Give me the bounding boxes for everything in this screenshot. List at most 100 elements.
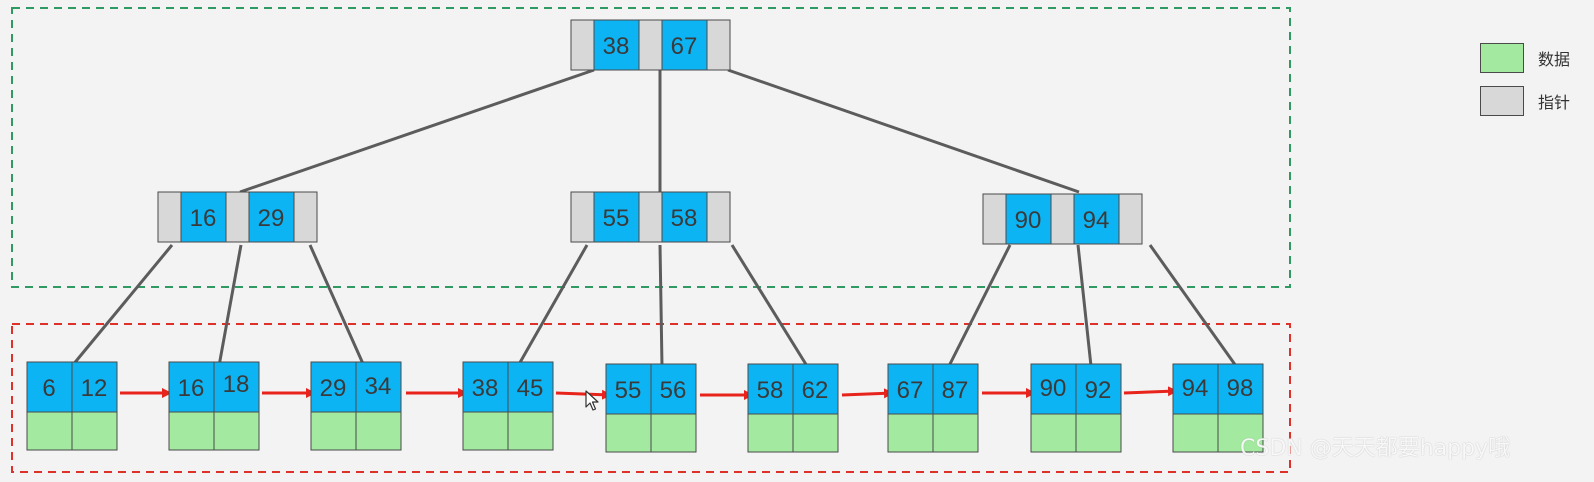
- key-label: 87: [942, 377, 969, 404]
- key-label: 90: [1040, 375, 1067, 402]
- key-label: 94: [1083, 207, 1110, 234]
- key-cell: [213, 361, 260, 413]
- edge-internal-2-to-leaf-4: [516, 244, 589, 367]
- key-label: 29: [258, 205, 285, 232]
- data-cell: [310, 411, 357, 451]
- pointer-cell: [157, 191, 182, 243]
- data-cell: [1030, 413, 1077, 453]
- key-cell: [26, 361, 73, 413]
- internal-node-2: 55 58: [570, 191, 731, 243]
- key-cell: [462, 361, 509, 413]
- key-label: 29: [320, 375, 347, 402]
- data-cell: [650, 413, 697, 453]
- data-cell: [932, 413, 979, 453]
- legend-pointer-swatch: [1480, 86, 1524, 116]
- data-cell: [1075, 413, 1122, 453]
- leaf-node-9: 94 98: [1172, 363, 1264, 453]
- edge-internal-1-to-leaf-2: [217, 244, 243, 367]
- pointer-cell: [1050, 193, 1075, 245]
- root-node: 38 67: [570, 19, 731, 71]
- key-cell: [507, 361, 554, 413]
- key-cell: [168, 361, 215, 413]
- key-label: 62: [802, 377, 829, 404]
- pointer-cell: [225, 191, 250, 243]
- pointer-cell: [706, 191, 731, 243]
- key-cell: [1075, 363, 1122, 415]
- leaf-link-arrow: [841, 388, 894, 399]
- key-cell: [650, 363, 697, 415]
- key-label: 56: [660, 377, 687, 404]
- leaf-node-7: 67 87: [887, 363, 979, 453]
- tree-edges: [70, 68, 1238, 367]
- edge-internal-2-to-leaf-5: [658, 244, 664, 367]
- leaf-node-6: 58 62: [747, 363, 839, 453]
- leaf-nodes-region: [11, 323, 1291, 473]
- leaf-node-8: 90 92: [1030, 363, 1122, 453]
- key-label: 67: [897, 377, 924, 404]
- data-cell: [507, 411, 554, 451]
- key-cell: [1073, 193, 1120, 245]
- key-cell: [310, 361, 357, 413]
- data-cell: [887, 413, 934, 453]
- edge-internal-2-to-leaf-6: [730, 244, 809, 367]
- pointer-cell: [638, 19, 663, 71]
- mouse-pointer-icon: [585, 390, 599, 417]
- key-cell: [593, 19, 640, 71]
- leaf-link-arrow: [1123, 386, 1178, 397]
- key-label: 18: [223, 371, 250, 398]
- data-cell: [213, 411, 260, 451]
- internal-node-3: 90 94: [982, 193, 1143, 245]
- key-cell: [1217, 363, 1264, 415]
- key-cell: [593, 191, 640, 243]
- data-cell: [462, 411, 509, 451]
- edge-root-to-internal-3: [727, 68, 1080, 194]
- key-cell: [248, 191, 295, 243]
- pointer-cell: [1118, 193, 1143, 245]
- edge-internal-1-to-leaf-3: [308, 244, 366, 367]
- pointer-cell: [982, 193, 1007, 245]
- key-cell: [180, 191, 227, 243]
- data-cell: [605, 413, 652, 453]
- key-cell: [605, 363, 652, 415]
- edge-internal-3-to-leaf-8: [1076, 244, 1093, 367]
- pointer-cell: [570, 19, 595, 71]
- key-label: 67: [671, 33, 698, 60]
- leaf-node-1: 6 12: [26, 361, 118, 451]
- edge-internal-3-to-leaf-9: [1148, 244, 1238, 367]
- legend-data-swatch: [1480, 43, 1524, 73]
- key-label: 6: [42, 375, 55, 402]
- data-cell: [1172, 413, 1219, 453]
- key-label: 58: [671, 205, 698, 232]
- leaf-node-2: 16 18: [168, 361, 260, 451]
- key-label: 55: [615, 377, 642, 404]
- internal-nodes-region: [11, 7, 1291, 288]
- key-label: 92: [1085, 377, 1112, 404]
- key-cell: [1005, 193, 1052, 245]
- data-cell: [355, 411, 402, 451]
- key-label: 90: [1015, 207, 1042, 234]
- legend-pointer-label: 指针: [1538, 93, 1571, 112]
- leaf-links: [120, 386, 1178, 400]
- leaf-node-5: 55 56: [605, 363, 697, 453]
- key-label: 55: [603, 205, 630, 232]
- key-label: 58: [757, 377, 784, 404]
- key-label: 98: [1227, 375, 1254, 402]
- legend-data-label: 数据: [1538, 50, 1571, 69]
- key-label: 16: [190, 205, 217, 232]
- data-cell: [71, 411, 118, 451]
- pointer-cell: [638, 191, 663, 243]
- key-label: 12: [81, 375, 108, 402]
- pointer-cell: [293, 191, 318, 243]
- data-cell: [168, 411, 215, 451]
- key-cell: [661, 19, 708, 71]
- data-cell: [26, 411, 73, 451]
- legend-data: 数据: [1480, 43, 1570, 73]
- key-cell: [932, 363, 979, 415]
- key-cell: [1030, 363, 1077, 415]
- pointer-cell: [570, 191, 595, 243]
- key-label: 38: [603, 33, 630, 60]
- leaf-link-arrow: [555, 389, 612, 400]
- edge-internal-3-to-leaf-7: [947, 244, 1012, 367]
- key-label: 16: [178, 375, 205, 402]
